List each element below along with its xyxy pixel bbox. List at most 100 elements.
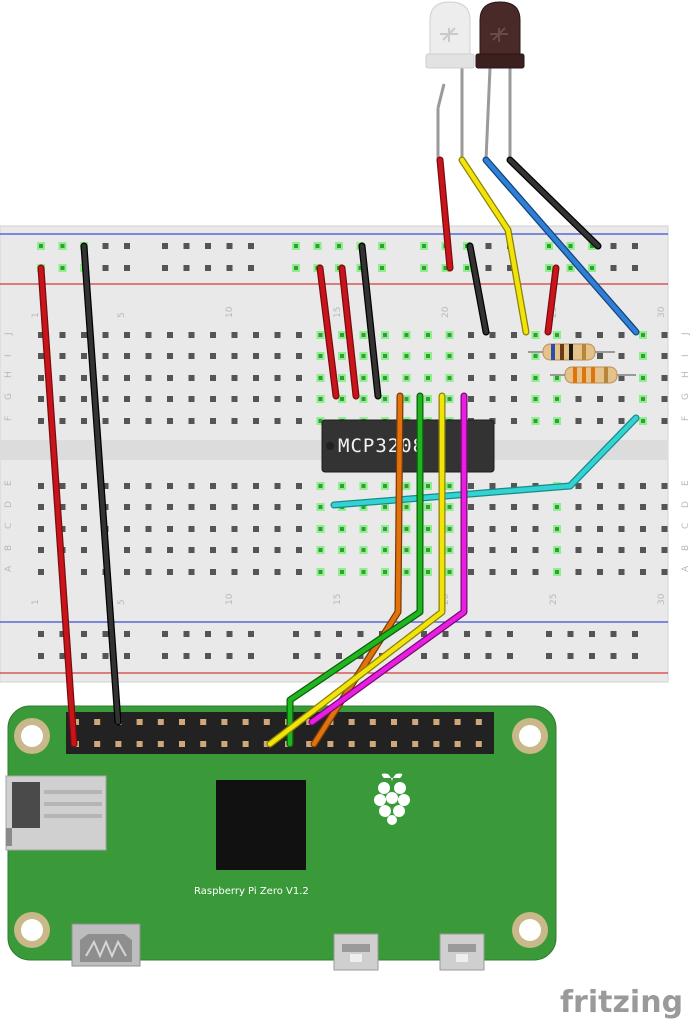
breadboard-hole[interactable] [402,525,411,533]
gpio-pin[interactable] [348,741,355,747]
breadboard-hole[interactable] [145,547,152,553]
gpio-pin[interactable] [73,719,79,725]
breadboard-hole[interactable] [102,418,109,424]
breadboard-hole[interactable] [253,353,259,359]
gpio-pin[interactable] [136,719,143,725]
rail-hole[interactable] [610,631,617,637]
breadboard-hole[interactable] [402,546,411,554]
rail-hole[interactable] [463,264,471,272]
breadboard-hole[interactable] [231,332,238,338]
breadboard-hole[interactable] [575,418,582,424]
rail-hole[interactable] [81,631,87,637]
breadboard-hole[interactable] [445,546,454,554]
rail-hole[interactable] [38,653,44,659]
rail-hole[interactable] [464,631,470,637]
breadboard-hole[interactable] [316,546,325,554]
breadboard-hole[interactable] [81,332,87,338]
rail-hole[interactable] [162,265,168,271]
breadboard-hole[interactable] [274,526,281,532]
breadboard-hole[interactable] [531,395,540,403]
rail-hole[interactable] [610,243,617,249]
gpio-pin[interactable] [369,719,376,725]
breadboard-hole[interactable] [274,483,281,489]
rail-hole[interactable] [507,653,513,659]
breadboard-hole[interactable] [274,547,281,553]
rail-hole[interactable] [335,242,343,250]
rail-hole[interactable] [293,653,299,659]
breadboard-hole[interactable] [640,547,646,553]
rail-hole[interactable] [162,653,168,659]
wire-red-led-anode[interactable] [436,156,454,272]
breadboard-hole[interactable] [188,547,195,553]
wire-magenta-spi-cs[interactable] [308,392,468,726]
breadboard-hole[interactable] [445,352,454,360]
breadboard-hole[interactable] [402,482,411,490]
rail-hole[interactable] [485,631,492,637]
breadboard-hole[interactable] [145,418,152,424]
breadboard-hole[interactable] [424,352,432,360]
breadboard-hole[interactable] [296,332,302,338]
rail-hole[interactable] [313,242,322,250]
gpio-pin[interactable] [94,719,101,725]
breadboard-hole[interactable] [81,483,87,489]
rail-hole[interactable] [205,243,211,249]
breadboard-hole[interactable] [188,526,195,532]
breadboard-hole[interactable] [338,395,346,403]
wire-green-spi-miso[interactable] [286,392,424,748]
gpio-pin[interactable] [115,741,122,747]
wire-blue-led[interactable] [482,156,640,336]
breadboard-hole[interactable] [210,353,216,359]
breadboard-hole[interactable] [424,374,432,382]
rail-hole[interactable] [507,631,513,637]
breadboard-hole[interactable] [531,374,540,382]
rail-hole[interactable] [567,631,574,637]
rail-hole[interactable] [248,265,254,271]
breadboard-hole[interactable] [296,375,302,381]
breadboard-hole[interactable] [316,374,325,382]
rail-hole[interactable] [632,631,638,637]
breadboard-hole[interactable] [661,396,668,402]
gpio-pin[interactable] [454,741,461,747]
rail-hole[interactable] [378,242,386,250]
breadboard-hole[interactable] [145,504,152,510]
micro-usb-port[interactable] [333,933,379,971]
breadboard-hole[interactable] [38,504,44,510]
rail-hole[interactable] [566,264,575,272]
rail-hole[interactable] [248,243,254,249]
rail-hole[interactable] [183,265,190,271]
breadboard-hole[interactable] [145,526,152,532]
breadboard-hole[interactable] [424,482,432,490]
breadboard-hole[interactable] [253,332,259,338]
breadboard-hole[interactable] [445,395,454,403]
breadboard-hole[interactable] [511,483,517,489]
breadboard-hole[interactable] [253,418,259,424]
wire-red-pi-3v3[interactable] [37,264,78,748]
breadboard-hole[interactable] [597,547,603,553]
breadboard-hole[interactable] [381,352,389,360]
breadboard-hole[interactable] [81,526,87,532]
breadboard-hole[interactable] [231,526,238,532]
breadboard-hole[interactable] [210,396,216,402]
breadboard-hole[interactable] [661,569,668,575]
breadboard-hole[interactable] [338,525,346,533]
rail-hole[interactable] [357,631,364,637]
breadboard-hole[interactable] [597,483,603,489]
breadboard-hole[interactable] [38,353,44,359]
breadboard-hole[interactable] [661,526,668,532]
rail-hole[interactable] [37,242,45,250]
breadboard-hole[interactable] [231,375,238,381]
breadboard-hole[interactable] [38,569,44,575]
breadboard-hole[interactable] [639,331,647,339]
breadboard-hole[interactable] [296,396,302,402]
breadboard-hole[interactable] [618,526,625,532]
breadboard-hole[interactable] [597,332,603,338]
breadboard-hole[interactable] [468,504,474,510]
breadboard-hole[interactable] [59,483,66,489]
breadboard-hole[interactable] [167,547,173,553]
breadboard-hole[interactable] [532,526,539,532]
gpio-pin[interactable] [454,719,461,725]
breadboard-hole[interactable] [575,569,582,575]
breadboard-hole[interactable] [445,503,454,511]
breadboard-hole[interactable] [145,396,152,402]
breadboard-hole[interactable] [575,504,582,510]
